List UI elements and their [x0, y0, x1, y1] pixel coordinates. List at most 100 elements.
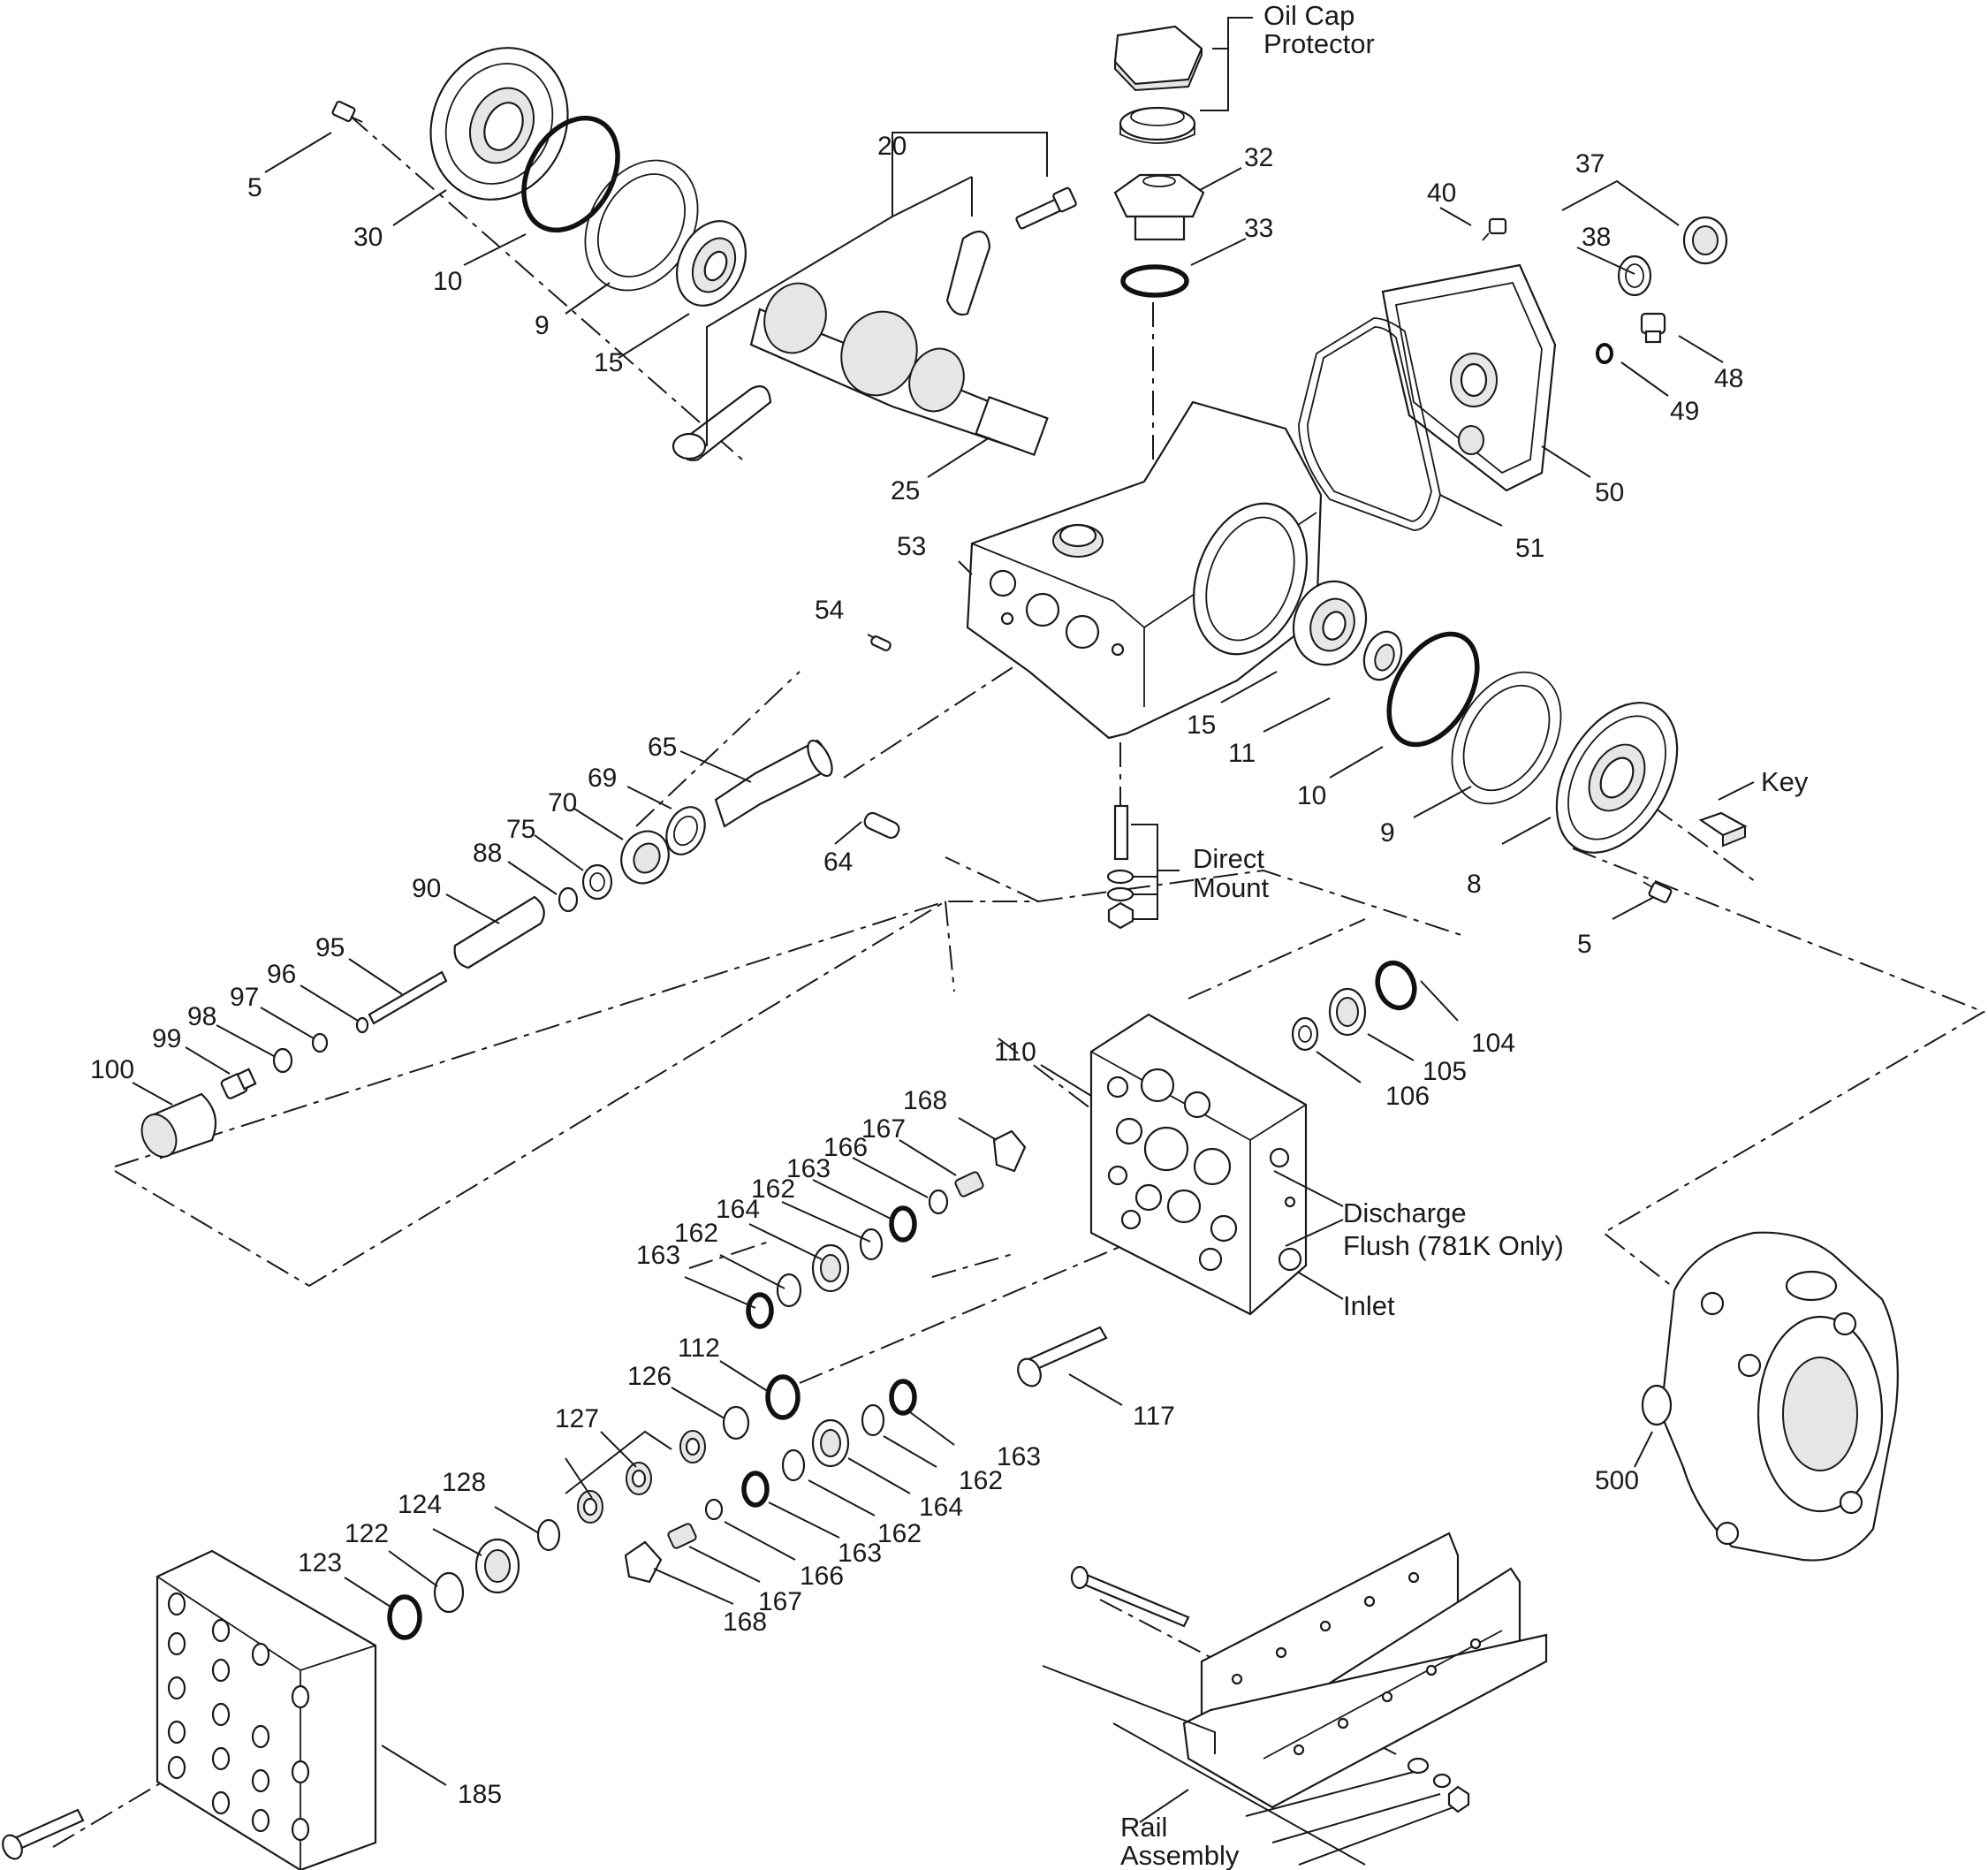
inlet-label: Inlet: [1343, 1290, 1395, 1321]
callout-25: 25: [891, 476, 920, 506]
callout-123: 123: [298, 1548, 342, 1577]
bearing-15-left: [676, 220, 747, 307]
spring-167-lower: [667, 1523, 697, 1549]
callout-69: 69: [588, 764, 617, 793]
ring-128: [536, 1518, 561, 1552]
connecting-rod-20: [672, 186, 1077, 461]
callout-5-right: 5: [1577, 930, 1592, 959]
bolt-117: [1017, 1326, 1108, 1387]
o-ring-10-left: [521, 115, 620, 233]
key-label: Key: [1761, 766, 1809, 797]
washer-75: [581, 863, 613, 901]
callout-168: 168: [903, 1086, 947, 1115]
rail-assembly: [1070, 1532, 1548, 1813]
valve-seat-164-lower: [811, 1418, 850, 1468]
callout-104: 104: [1471, 1029, 1515, 1058]
seal-retainer-70: [620, 830, 670, 885]
callout-10-right: 10: [1297, 781, 1326, 810]
callout-162-b: 162: [674, 1219, 718, 1248]
callout-49: 49: [1670, 397, 1699, 426]
direct-mount-label-line2: Mount: [1193, 872, 1270, 903]
plunger-retainer-stud-95: [368, 970, 448, 1025]
callout-97: 97: [230, 983, 259, 1012]
ring-122: [433, 1571, 465, 1614]
crankcase-53: [966, 400, 1323, 740]
callout-20: 20: [877, 132, 907, 161]
callout-112: 112: [678, 1334, 720, 1363]
valve-stack-lower: [387, 1374, 917, 1640]
ceramic-plunger-90: [453, 895, 545, 969]
callout-164-b: 164: [919, 1493, 963, 1522]
manifold-head-185: [156, 1549, 377, 1870]
assembly-centerlines: [52, 114, 1986, 1848]
bearing-15-right: [1292, 580, 1368, 666]
callout-127: 127: [555, 1404, 599, 1433]
manifold-ports: [1106, 1068, 1302, 1272]
callout-53: 53: [897, 532, 926, 561]
callout-51: 51: [1515, 534, 1544, 563]
callout-11: 11: [1228, 739, 1256, 768]
callout-30: 30: [353, 223, 383, 252]
callout-185: 185: [458, 1780, 502, 1809]
callout-37: 37: [1575, 149, 1605, 179]
o-ring-10-right: [1386, 631, 1480, 748]
backup-ring-162-lower-a: [861, 1403, 885, 1437]
pin-54: [870, 635, 892, 651]
dipstick-32: [1113, 173, 1205, 241]
seal-127-b: [626, 1462, 652, 1495]
pin-64: [863, 811, 900, 840]
callout-8: 8: [1467, 870, 1482, 899]
leader-lines: [132, 17, 1755, 1866]
valve-stack-upper: [746, 1129, 1027, 1329]
oil-seal-11: [1362, 630, 1403, 681]
callout-166-b: 166: [800, 1562, 844, 1591]
backup-ring-162-upper-b: [776, 1273, 802, 1308]
callout-33: 33: [1244, 214, 1273, 243]
callout-9-right: 9: [1380, 818, 1395, 848]
callout-106: 106: [1385, 1082, 1430, 1111]
head-bolt: [2, 1808, 85, 1860]
o-ring-49: [1596, 343, 1613, 364]
callout-110: 110: [994, 1038, 1036, 1067]
screw-5-left: [331, 100, 363, 123]
callout-128: 128: [442, 1468, 486, 1497]
callout-40: 40: [1427, 179, 1456, 208]
valve-166-lower: [704, 1498, 724, 1521]
backup-ring-162-lower-b: [781, 1448, 806, 1482]
callout-163-c: 163: [997, 1442, 1041, 1471]
callout-117: 117: [1133, 1402, 1175, 1431]
o-ring-163-lower-b: [741, 1471, 770, 1508]
plug-37: [1682, 216, 1728, 265]
gasket-51: [1298, 317, 1441, 531]
oil-cap-protector-ring: [1119, 106, 1196, 144]
o-ring-104: [1375, 960, 1417, 1011]
o-ring-33: [1120, 264, 1189, 298]
seal-106: [1291, 1016, 1319, 1052]
gasket-9-right: [1451, 671, 1562, 805]
callout-166: 166: [823, 1133, 868, 1162]
oil-cap-label-line1: Oil Cap: [1263, 0, 1354, 31]
discharge-label: Discharge: [1343, 1197, 1467, 1228]
callout-15-right: 15: [1187, 711, 1216, 740]
direct-mount-label-line1: Direct: [1193, 843, 1264, 874]
oil-cap-label-line2: Protector: [1263, 28, 1375, 59]
callout-64: 64: [823, 848, 853, 877]
callout-75: 75: [506, 815, 535, 844]
key: [1698, 811, 1748, 848]
callout-126: 126: [627, 1362, 672, 1391]
screw-5-right: [1643, 881, 1673, 904]
flush-label: Flush (781K Only): [1343, 1230, 1564, 1261]
washer-88: [558, 886, 579, 913]
callout-95: 95: [315, 933, 345, 962]
washer-97: [311, 1032, 329, 1053]
callout-162-c: 162: [959, 1466, 1003, 1495]
seal-127-c: [577, 1490, 603, 1524]
callout-105: 105: [1423, 1057, 1467, 1086]
rail-assembly-label-line2: Assembly: [1120, 1840, 1240, 1870]
backup-ring-162-upper-a: [859, 1228, 884, 1261]
head-ports: [167, 1592, 310, 1842]
rear-cover-50: [1381, 263, 1557, 492]
callout-70: 70: [548, 788, 577, 817]
callout-48: 48: [1714, 364, 1743, 393]
screw-40: [1482, 217, 1507, 241]
